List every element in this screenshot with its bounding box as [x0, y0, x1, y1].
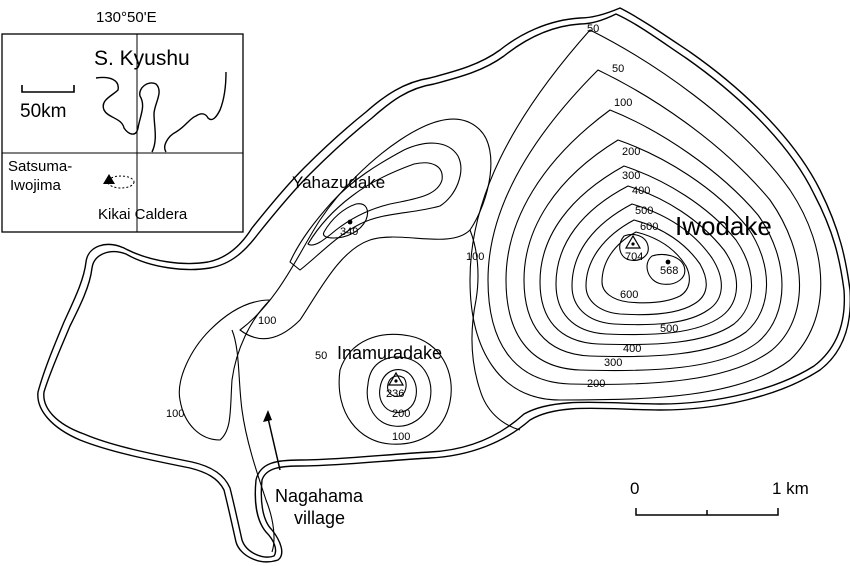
inamuradake-summit-icon — [387, 371, 405, 386]
coastline-outer — [37, 7, 850, 563]
inset-scale-label: 50km — [20, 101, 66, 122]
yahazudake-contours — [239, 118, 492, 340]
contour-label: 200 — [622, 146, 640, 158]
contour-value-labels: 50 50 50 100 100 100 100 100 200 200 200… — [166, 23, 678, 443]
kyushu-coastline — [95, 71, 227, 153]
iwodake-label: Iwodake — [675, 211, 772, 241]
island-label-line2: Iwojima — [10, 177, 62, 194]
iwodake-summit-icon — [624, 234, 642, 249]
contour-label: 300 — [604, 357, 622, 369]
inset-map: 130°50'E S. Kyushu 50km Satsuma- Iwojima… — [1, 9, 244, 233]
longitude-label: 130°50'E — [96, 9, 157, 26]
contour-label: 100 — [614, 97, 632, 109]
iwodake-secondary-height: 568 — [660, 265, 678, 277]
village-label-line2: village — [294, 508, 345, 528]
island — [37, 7, 850, 563]
iwodake-secondary-point-icon — [665, 259, 671, 265]
village-annotation: Nagahama village — [263, 410, 364, 528]
contour-label: 600 — [620, 289, 638, 301]
iwodake-contours — [469, 29, 822, 401]
contour-label: 100 — [258, 315, 276, 327]
contour-label: 500 — [635, 205, 653, 217]
contour-label: 400 — [632, 185, 650, 197]
coastline-inner — [43, 13, 846, 558]
contour-label: 50 — [587, 23, 599, 35]
contour-label: 500 — [660, 323, 678, 335]
scale-start-label: 0 — [630, 479, 639, 498]
yahazudake-label: Yahazudake — [292, 173, 385, 192]
inamuradake-label: Inamuradake — [337, 343, 442, 363]
contour-label: 200 — [587, 378, 605, 390]
arrow-head-icon — [263, 410, 272, 422]
region-label: S. Kyushu — [94, 47, 190, 70]
inset-frame — [1, 33, 244, 233]
island-label-line1: Satsuma- — [8, 158, 72, 175]
contour-label: 100 — [166, 408, 184, 420]
contour-label: 50 — [315, 350, 327, 362]
contour-label: 50 — [612, 63, 624, 75]
contour-label: 300 — [622, 170, 640, 182]
yahazudake-height: 349 — [340, 226, 358, 238]
contour-label: 600 — [640, 221, 658, 233]
village-label-line1: Nagahama — [275, 486, 364, 506]
caldera-label: Kikai Caldera — [98, 206, 188, 223]
contour-label: 100 — [466, 251, 484, 263]
contour-label: 400 — [623, 343, 641, 355]
inamuradake-contours — [178, 229, 521, 553]
inset-scale-bar — [21, 85, 75, 93]
kikai-caldera-outline — [107, 175, 135, 189]
inamuradake-height: 236 — [386, 388, 404, 400]
scale-bar: 0 1 km — [630, 479, 809, 516]
village-arrow — [267, 417, 281, 471]
scale-end-label: 1 km — [772, 479, 809, 498]
peak-markers — [347, 219, 671, 386]
contour-label: 200 — [392, 408, 410, 420]
contour-label: 100 — [392, 431, 410, 443]
yahazudake-point-icon — [347, 219, 353, 225]
iwodake-summit-height: 704 — [625, 251, 643, 263]
